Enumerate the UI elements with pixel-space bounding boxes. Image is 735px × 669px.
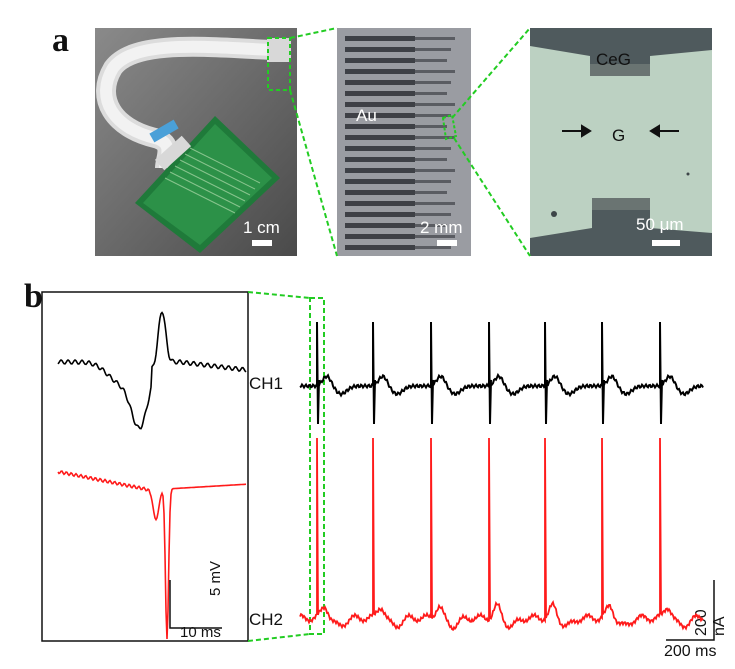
electrode-lead: [415, 169, 455, 172]
electrode-lead: [415, 103, 455, 106]
electrode-stripe: [345, 135, 415, 140]
zoom-box-photo1: [267, 37, 291, 91]
photo3-scale-bar: [652, 240, 680, 246]
panel-a-label: a: [52, 22, 69, 59]
electrode-lead: [415, 180, 451, 183]
inset-scale-bar: [169, 580, 222, 629]
ch1-trace: [299, 321, 704, 425]
electrode-lead: [415, 81, 451, 84]
photo3-ceg-label: CeG: [596, 50, 631, 69]
photo3-scale-label: 50 μm: [636, 215, 684, 234]
photo2-scale-bar: [437, 240, 457, 246]
selection-link-top: [247, 291, 311, 299]
electrode-lead: [415, 213, 451, 216]
electrode-stripe: [345, 102, 415, 107]
flex-cable-illustration: [95, 28, 297, 256]
electrode-stripe: [345, 80, 415, 85]
electrode-stripe: [345, 157, 415, 162]
arrow-icons: [562, 124, 679, 138]
graphene-channel-illustration: [530, 28, 712, 256]
zoom-line-2a: [451, 27, 531, 119]
electrode-lead: [415, 59, 447, 62]
electrode-lead: [415, 224, 447, 227]
electrode-stripe: [345, 58, 415, 63]
ch2-label: CH2: [249, 610, 284, 629]
time-scale-label: 200 ms: [664, 643, 717, 660]
electrode-stripe: [345, 146, 415, 151]
electrode-stripe: [345, 91, 415, 96]
selection-box: [309, 297, 325, 635]
electrode-stripe: [345, 190, 415, 195]
electrode-stripe: [345, 168, 415, 173]
inset-frame: [41, 291, 249, 642]
photo1-scale-label: 1 cm: [243, 218, 280, 237]
electrode-lead: [415, 235, 455, 238]
electrode-stripe: [345, 212, 415, 217]
inset-ch2-trace: [57, 470, 247, 640]
electrode-lead: [415, 48, 451, 51]
photo1-scale-bar: [252, 240, 272, 246]
electrode-stripe: [345, 245, 415, 250]
photo3-g-label: G: [612, 126, 626, 145]
zoom-line-2b: [453, 137, 531, 257]
electrode-stripe: [345, 179, 415, 184]
electrode-lead: [415, 191, 447, 194]
electrode-lead: [415, 70, 455, 73]
photo2-material-label: Au: [356, 106, 377, 125]
photo-graphene-channel: [530, 28, 712, 256]
electrode-lead: [415, 125, 447, 128]
ch1-label: CH1: [249, 374, 284, 393]
electrode-lead: [415, 147, 451, 150]
ch2-trace: [299, 437, 704, 632]
electrode-lead: [415, 37, 455, 40]
electrode-stripe: [345, 124, 415, 129]
electrode-stripe: [345, 223, 415, 228]
electrode-stripe: [345, 47, 415, 52]
electrode-lead: [415, 92, 447, 95]
electrode-stripe: [345, 69, 415, 74]
zoom-line-1a: [289, 27, 338, 39]
electrode-stripe: [345, 113, 415, 118]
zoom-box-photo2: [441, 113, 458, 141]
right-scale-bar: [666, 580, 715, 641]
electrode-lead: [415, 114, 451, 117]
zoom-line-1b: [289, 89, 338, 257]
electrode-stripe: [345, 201, 415, 206]
panel-b-label: b: [24, 278, 43, 315]
electrode-lead: [415, 202, 455, 205]
photo-flex-cable-pcb: [95, 28, 297, 256]
inset-ch1-trace: [57, 311, 247, 430]
electrode-array-illustration: [337, 28, 471, 256]
electrode-stripe: [345, 234, 415, 239]
photo-au-electrodes: [337, 28, 471, 256]
selection-link-bottom: [247, 633, 311, 642]
electrode-lead: [415, 246, 451, 249]
photo2-scale-label: 2 mm: [420, 218, 463, 237]
electrode-lead: [415, 158, 447, 161]
electrode-stripe: [345, 36, 415, 41]
electrode-lead: [415, 136, 455, 139]
